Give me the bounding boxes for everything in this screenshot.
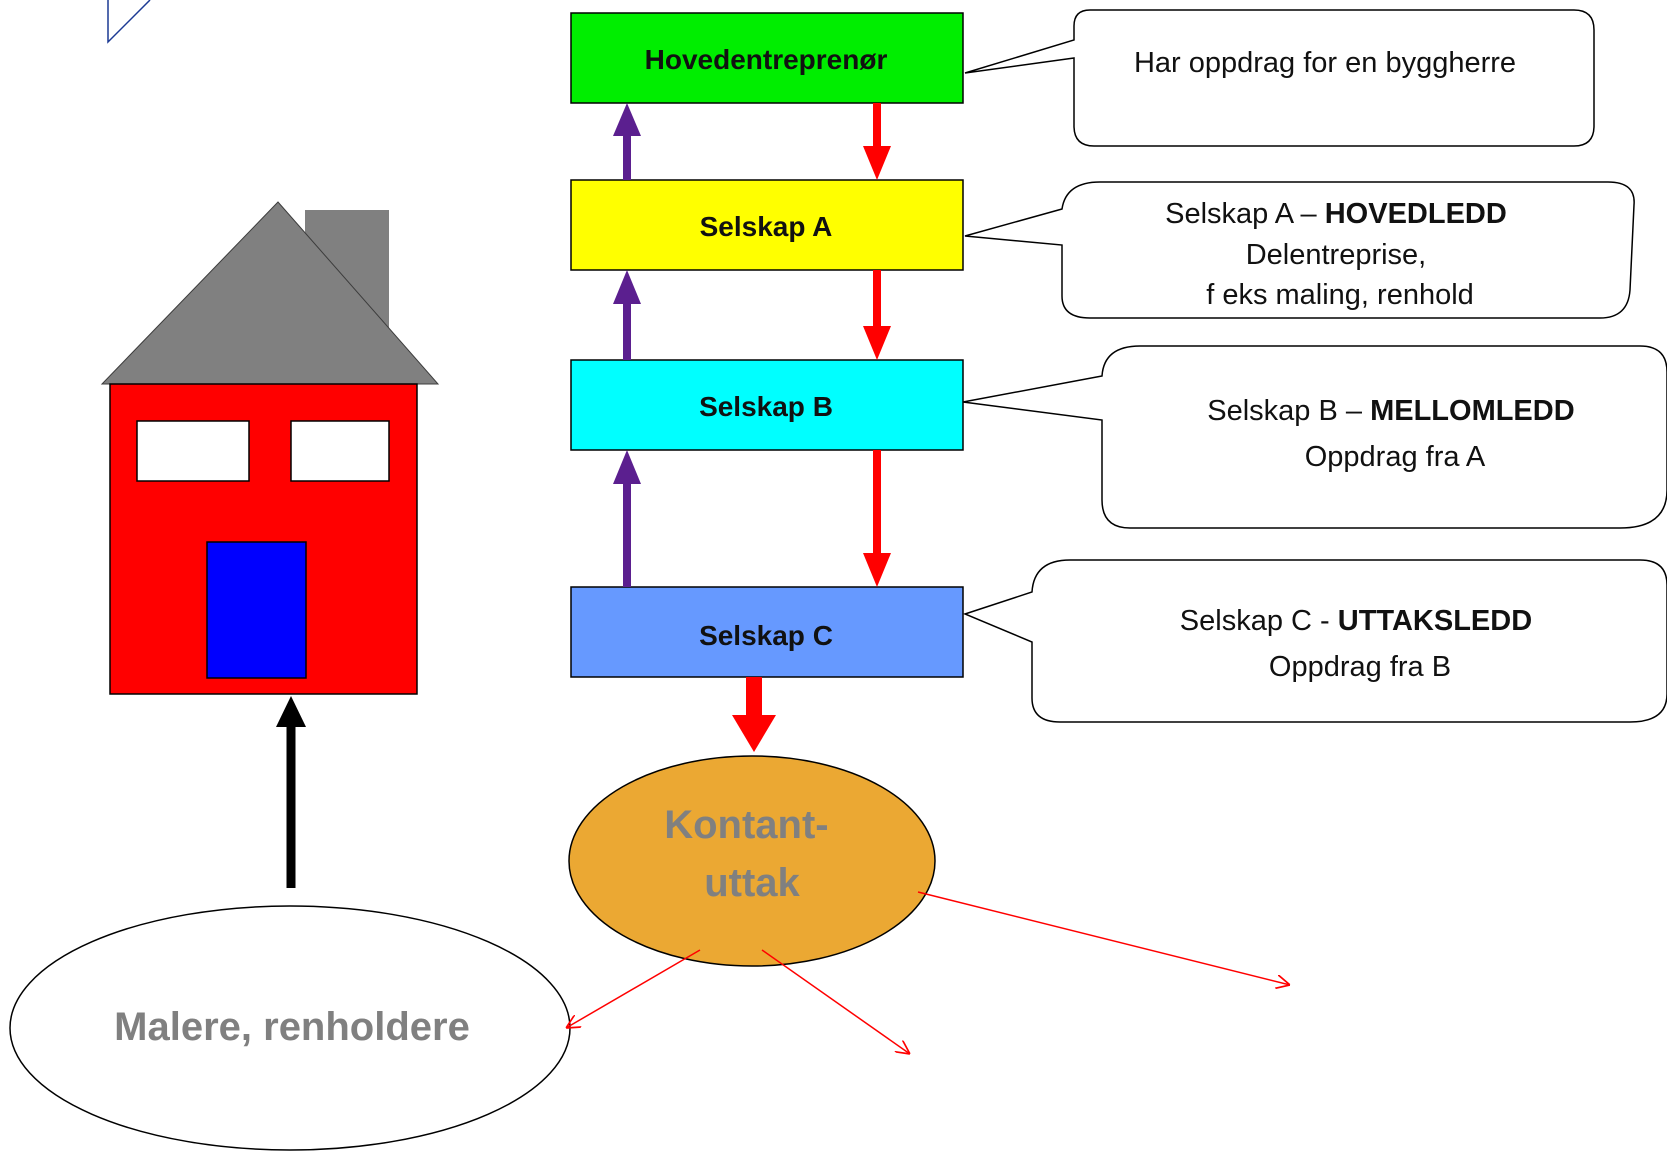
cash-arrow-right xyxy=(917,891,1290,985)
box-main-label: Hovedentreprenør xyxy=(645,44,888,75)
house xyxy=(100,201,440,695)
callout-c-line1-plain: Selskap C - xyxy=(1180,605,1338,637)
arrow-down-c-to-cash xyxy=(732,677,776,752)
box-b-label: Selskap B xyxy=(699,391,833,422)
callout-a-line1-plain: Selskap A – xyxy=(1165,198,1325,230)
box-main-rect xyxy=(570,12,964,104)
corner-mark xyxy=(107,0,151,44)
box-b: Selskap B xyxy=(570,359,964,451)
arrow-down-a-to-b xyxy=(863,270,891,360)
box-main: Hovedentreprenør xyxy=(570,12,964,104)
cash-label: Kontant- uttak xyxy=(664,803,840,905)
callout-c-text: Selskap C - UTTAKSLEDD Oppdrag fra B xyxy=(1180,605,1540,683)
box-a-rect xyxy=(570,179,964,271)
callout-a-text: Selskap A – HOVEDLEDD Delentreprise, f e… xyxy=(1165,198,1515,311)
box-c-label: Selskap C xyxy=(699,620,833,651)
box-c-rect xyxy=(570,586,964,678)
house-door xyxy=(206,541,307,679)
workers-oval: Malere, renholdere xyxy=(9,905,571,1151)
callout-c: Selskap C - UTTAKSLEDD Oppdrag fra B xyxy=(962,559,1667,723)
box-a-label: Selskap A xyxy=(700,211,833,242)
callout-a-line2: Delentreprise, xyxy=(1246,239,1427,271)
callout-c-line1-bold: UTTAKSLEDD xyxy=(1338,605,1532,637)
house-window-left xyxy=(136,420,250,482)
arrow-up-c-to-b xyxy=(613,450,641,587)
cash-label-line2: uttak xyxy=(704,861,800,905)
callout-b-text: Selskap B – MELLOMLEDD Oppdrag fra A xyxy=(1207,395,1582,473)
arrow-down-main-to-a xyxy=(863,103,891,180)
callout-c-line2: Oppdrag fra B xyxy=(1269,651,1451,683)
callout-a-line1-bold: HOVEDLEDD xyxy=(1325,198,1507,230)
arrows-up xyxy=(613,103,641,587)
callout-a-line3: f eks maling, renhold xyxy=(1206,279,1474,311)
box-a: Selskap A xyxy=(570,179,964,271)
arrows-down xyxy=(732,103,891,752)
callout-b: Selskap B – MELLOMLEDD Oppdrag fra A xyxy=(962,345,1667,529)
box-c: Selskap C xyxy=(570,586,964,678)
cash-label-line1: Kontant- xyxy=(664,803,828,847)
arrow-down-b-to-c xyxy=(863,450,891,587)
box-b-rect xyxy=(570,359,964,451)
callout-a: Selskap A – HOVEDLEDD Delentreprise, f e… xyxy=(964,181,1635,319)
cash-arrow-to-workers xyxy=(566,949,701,1028)
callout-b-line2: Oppdrag fra A xyxy=(1305,441,1486,473)
callout-b-line1-plain: Selskap B – xyxy=(1207,395,1370,427)
callout-b-line1-bold: MELLOMLEDD xyxy=(1370,395,1575,427)
house-window-right xyxy=(290,420,390,482)
arrow-up-a-to-main xyxy=(613,103,641,180)
workers-label: Malere, renholdere xyxy=(114,1005,470,1049)
arrow-workers-to-house xyxy=(276,696,306,888)
cash-oval: Kontant- uttak xyxy=(568,755,936,967)
callout-main-text: Har oppdrag for en byggherre xyxy=(1134,47,1516,79)
arrow-up-b-to-a xyxy=(613,270,641,360)
cash-distribution-arrows xyxy=(566,891,1290,1054)
cash-arrow-down xyxy=(761,949,910,1054)
callout-main: Har oppdrag for en byggherre xyxy=(964,9,1595,147)
